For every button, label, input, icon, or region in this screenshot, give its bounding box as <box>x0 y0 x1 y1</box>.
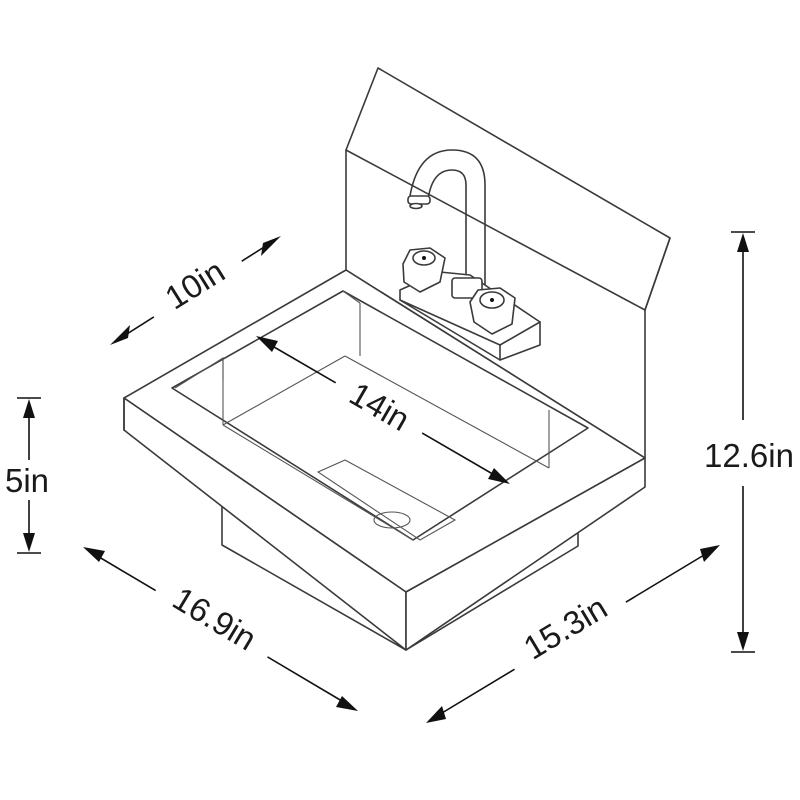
right-faucet-handle <box>469 287 516 335</box>
height-label: 12.6in <box>704 437 794 474</box>
dimension-basin-width: 14in <box>256 336 510 484</box>
dimension-height: 12.6in <box>704 231 794 653</box>
dimension-bowl-depth: 5in <box>5 397 49 554</box>
bowl-depth-label: 5in <box>5 462 49 499</box>
faucet <box>399 149 541 361</box>
left-faucet-handle <box>402 247 446 293</box>
